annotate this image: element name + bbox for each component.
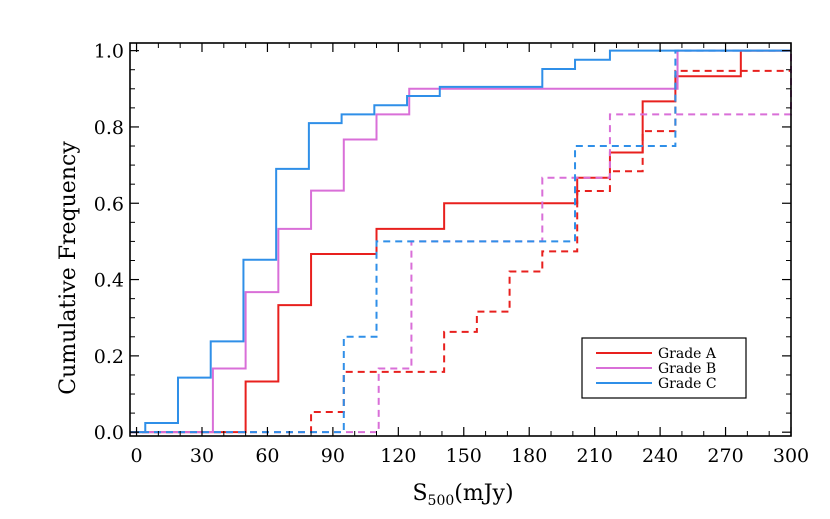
y-tick-label: 0.0 [94, 422, 124, 444]
x-tick-label: 30 [190, 445, 214, 467]
x-tick-label: 150 [446, 445, 482, 467]
series-layer [130, 49, 792, 434]
legend-label-grade-c: Grade C [658, 376, 717, 392]
ticks-layer [130, 43, 792, 436]
tick-labels: 0 30 60 90 120 150 180 210 240 270 300 0.0 0.2 0.4 0.6… [94, 41, 809, 467]
x-tick-label: 120 [380, 445, 416, 467]
x-tick-label: 270 [707, 445, 743, 467]
x-axis-title-suffix: (mJy) [454, 481, 513, 506]
series-line-series-5-dashed [130, 49, 791, 434]
x-tick-label: 0 [130, 445, 142, 467]
plot-frame [129, 42, 792, 437]
legend-label-grade-b: Grade B [658, 361, 716, 377]
y-tick-label: 0.8 [94, 117, 124, 139]
x-axis-title-main: S [412, 481, 427, 506]
x-axis-title: S500(mJy) [412, 481, 513, 509]
x-tick-label: 60 [255, 445, 279, 467]
legend: Grade A Grade B Grade C [581, 337, 747, 399]
x-tick-label: 210 [577, 445, 613, 467]
y-tick-label: 0.2 [94, 346, 124, 368]
x-tick-label: 90 [321, 445, 345, 467]
y-tick-label: 0.4 [94, 270, 124, 292]
series-line-grade-c [130, 49, 791, 434]
y-tick-label: 0.6 [94, 193, 124, 215]
x-axis-title-subscript: 500 [428, 493, 455, 509]
y-axis-title: Cumulative Frequency [56, 141, 81, 395]
series-line-grade-b [130, 49, 791, 434]
x-tick-label: 180 [511, 445, 547, 467]
y-tick-label: 1.0 [94, 41, 124, 63]
x-tick-label: 240 [642, 445, 678, 467]
legend-label-grade-a: Grade A [658, 346, 717, 362]
x-tick-label: 300 [773, 445, 809, 467]
